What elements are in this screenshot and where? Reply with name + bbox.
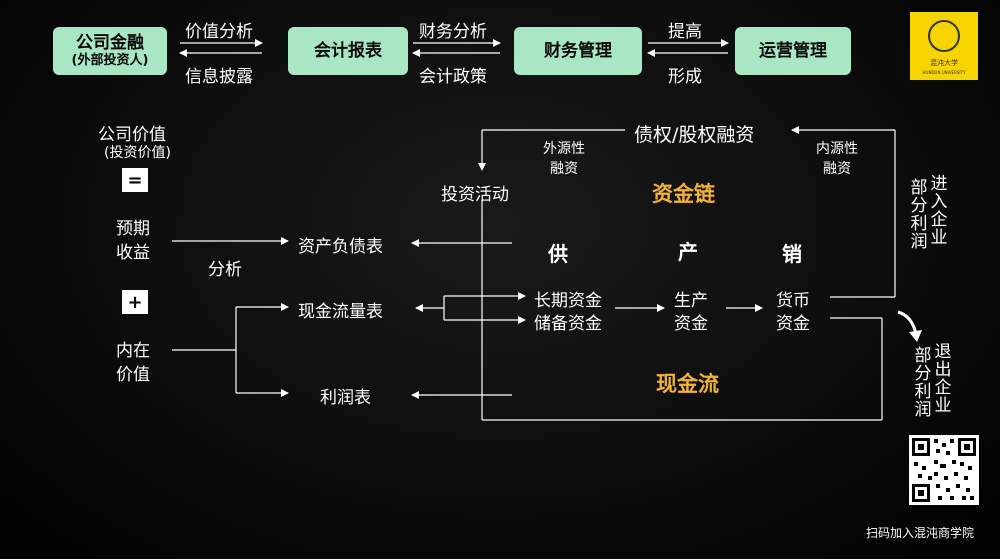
investment-activities-label: 投资活动 xyxy=(441,185,509,205)
financial-management-box: 财务管理 xyxy=(514,27,642,75)
profit-exit-label-a: 退出企业 xyxy=(930,342,951,414)
equals-sign: = xyxy=(122,168,148,192)
form-label: 形成 xyxy=(668,67,702,87)
accounting-policy-label: 会计政策 xyxy=(419,67,487,87)
monetary-funds-label-1: 货币 xyxy=(776,291,810,311)
internal-financing-label-1: 内源性 xyxy=(816,141,858,157)
production-funds-label-2: 资金 xyxy=(674,314,708,334)
accounting-statements-box: 会计报表 xyxy=(288,27,408,75)
plus-sign: + xyxy=(122,290,148,314)
reserve-funds-label: 储备资金 xyxy=(534,314,602,334)
hundun-logo: 混沌大学 HUNDUN UNIVERSITY xyxy=(910,12,978,80)
financial-management-label: 财务管理 xyxy=(544,40,612,61)
income-statement-label: 利润表 xyxy=(320,388,371,408)
intrinsic-value-label-2: 价值 xyxy=(116,365,150,385)
logo-ring-icon xyxy=(928,19,960,52)
profit-enter-label-a: 进入企业 xyxy=(926,174,947,246)
intrinsic-value-label-1: 内在 xyxy=(116,341,150,361)
profit-enter-label-b: 部分利润 xyxy=(906,178,927,250)
produce-label: 产 xyxy=(678,240,698,264)
cash-flow-label: 现金流 xyxy=(656,372,719,396)
production-funds-label-1: 生产 xyxy=(674,291,708,311)
external-financing-label-2: 融资 xyxy=(550,161,578,177)
expected-returns-label-2: 收益 xyxy=(116,243,150,263)
qr-caption: 扫码加入混沌商学院 xyxy=(866,526,975,540)
info-disclosure-label: 信息披露 xyxy=(185,67,253,87)
debt-equity-financing-label: 债权/股权融资 xyxy=(634,124,755,146)
sell-label: 销 xyxy=(782,242,802,266)
investment-value-label: (投资价值) xyxy=(104,145,171,161)
external-financing-label-1: 外源性 xyxy=(543,141,585,157)
qr-code-icon xyxy=(909,435,979,505)
expected-returns-label-1: 预期 xyxy=(116,219,150,239)
operations-management-label: 运营管理 xyxy=(759,40,827,61)
logo-subtext: HUNDUN UNIVERSITY xyxy=(922,69,966,75)
corporate-finance-label: 公司金融 xyxy=(76,33,144,53)
analysis-label: 分析 xyxy=(208,260,242,280)
long-term-funds-label: 长期资金 xyxy=(534,291,602,311)
supply-label: 供 xyxy=(548,242,568,266)
profit-exit-label-b: 部分利润 xyxy=(910,346,931,418)
capital-chain-label: 资金链 xyxy=(652,182,715,206)
financial-analysis-label: 财务分析 xyxy=(419,22,487,42)
value-analysis-label: 价值分析 xyxy=(185,22,253,42)
external-investors-label: (外部投资人) xyxy=(71,53,149,69)
logo-text: 混沌大学 xyxy=(930,58,958,67)
company-value-label: 公司价值 xyxy=(98,125,166,145)
corporate-finance-box: 公司金融 (外部投资人) xyxy=(53,27,167,75)
operations-management-box: 运营管理 xyxy=(735,27,851,75)
improve-label: 提高 xyxy=(668,22,702,42)
internal-financing-label-2: 融资 xyxy=(823,161,851,177)
accounting-statements-label: 会计报表 xyxy=(314,40,382,61)
cash-flow-statement-label: 现金流量表 xyxy=(298,302,383,322)
monetary-funds-label-2: 资金 xyxy=(776,314,810,334)
balance-sheet-label: 资产负债表 xyxy=(298,237,383,257)
